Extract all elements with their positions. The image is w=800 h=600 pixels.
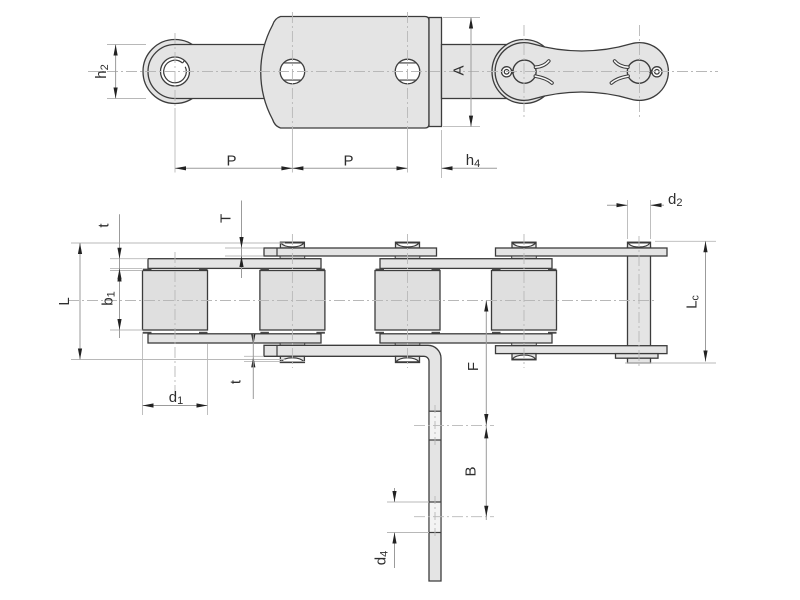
- svg-text:P: P: [226, 153, 236, 170]
- svg-text:B: B: [463, 466, 480, 476]
- svg-text:P: P: [343, 153, 353, 170]
- svg-text:F: F: [465, 362, 482, 371]
- svg-text:L: L: [56, 297, 73, 305]
- svg-text:t: t: [96, 223, 113, 228]
- svg-text:T: T: [218, 214, 235, 223]
- svg-text:t: t: [228, 379, 245, 384]
- svg-text:A: A: [451, 65, 468, 75]
